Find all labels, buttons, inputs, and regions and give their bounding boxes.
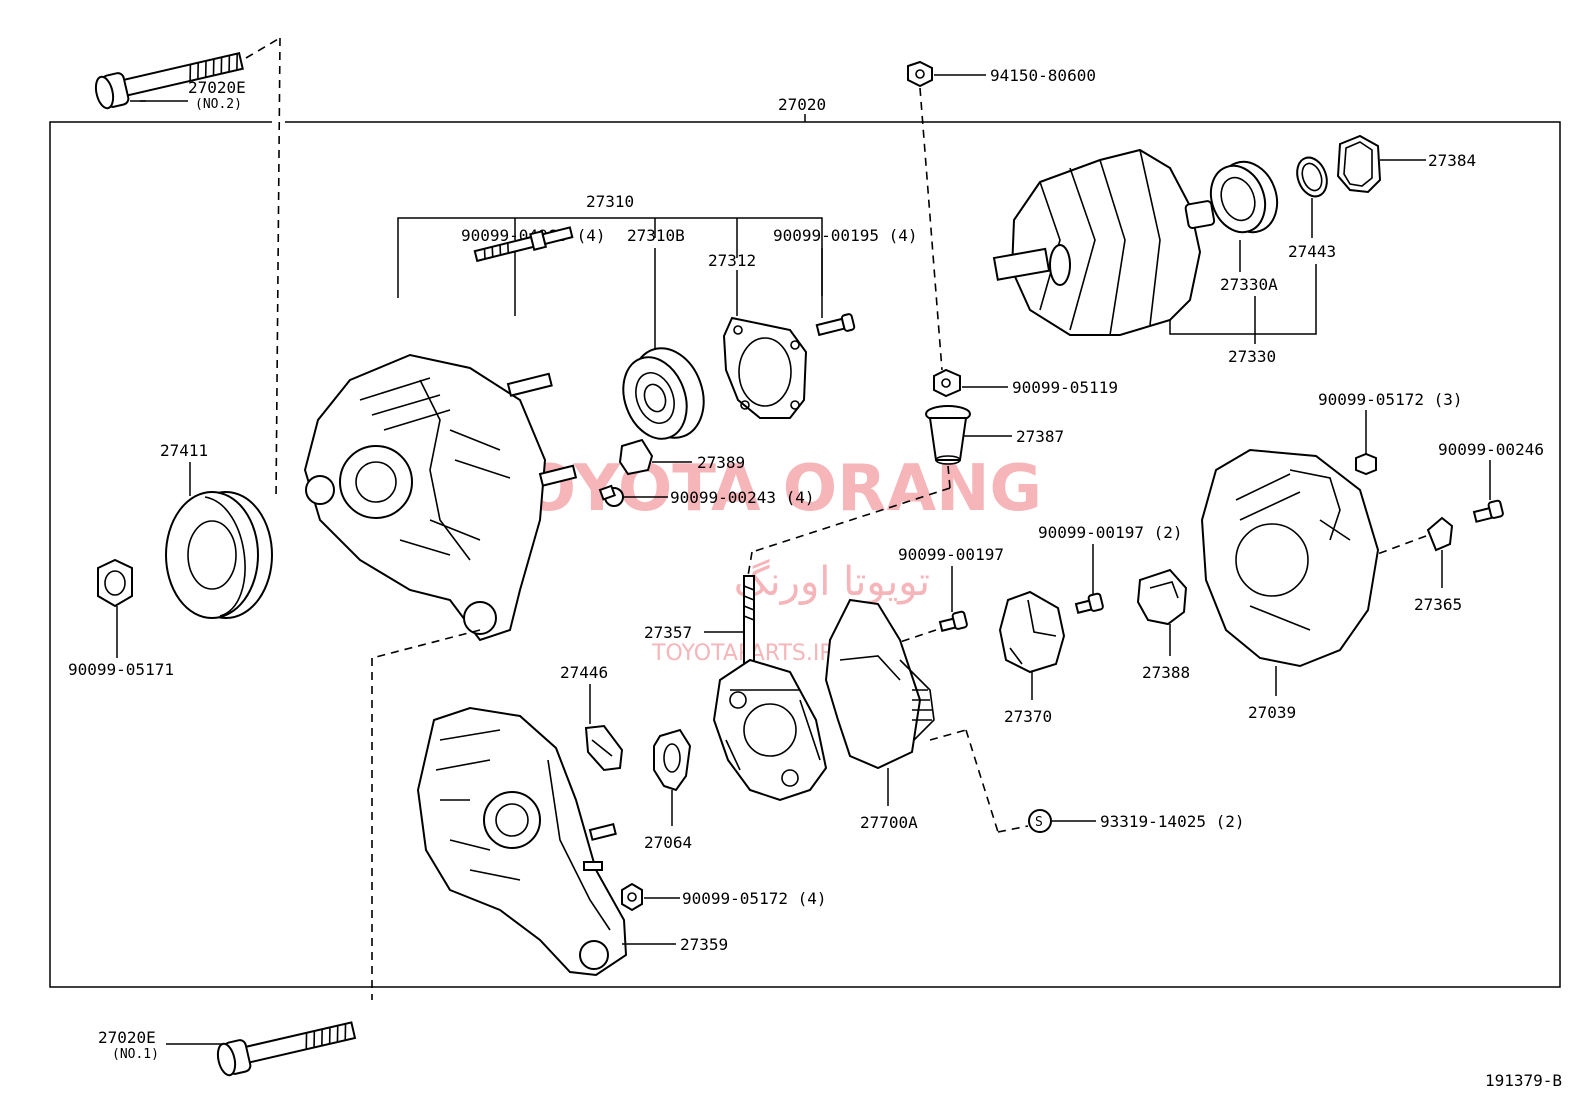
watermark-fa: تویوتا اورنگ [734, 559, 930, 605]
retainer-plate-27312 [722, 316, 808, 419]
insulator-27446 [584, 724, 624, 772]
pulley-27411 [165, 491, 273, 619]
label-27443: 27443 [1288, 242, 1336, 261]
label-27359: 27359 [680, 935, 728, 954]
cover-27384 [1336, 134, 1382, 194]
bearing-27310b [622, 347, 705, 440]
bearing-27330a [1209, 160, 1279, 234]
label-90099-05172-3: 90099-05172 (3) [1318, 390, 1463, 409]
nut-90099-05172-4 [621, 882, 643, 912]
label-27312: 27312 [708, 251, 756, 270]
plate-27064 [653, 728, 692, 792]
rectifier-27357 [712, 575, 828, 802]
terminal-27388 [1136, 568, 1188, 626]
label-90099-05172-4: 90099-05172 (4) [682, 889, 827, 908]
screw-90099-00195 [815, 313, 856, 337]
label-27370: 27370 [1004, 707, 1052, 726]
watermark-url: TOYOTAPARTS.IR [651, 641, 835, 666]
label-93319-14025: 93319-14025 (2) [1100, 812, 1245, 831]
label-90099-00197: 90099-00197 [898, 545, 1004, 564]
label-90099-05119: 90099-05119 [1012, 378, 1118, 397]
label-27020e-no2-qualifier: (NO.2) [195, 97, 242, 112]
label-27700a: 27700A [860, 813, 918, 832]
ring-27443 [1296, 156, 1328, 198]
label-93319-symbol: S [1035, 815, 1043, 830]
symbol-s-circle [1028, 809, 1052, 833]
label-27330a: 27330A [1220, 275, 1278, 294]
screw-90099-00246 [1472, 499, 1504, 523]
brush-holder-27370 [998, 590, 1066, 674]
label-27020: 27020 [778, 95, 826, 114]
screw-90099-00197 [938, 610, 968, 632]
label-27310b: 27310B [627, 226, 685, 245]
nut-90099-05172-3 [1355, 452, 1377, 476]
screw-90099-00197-2 [1074, 592, 1104, 614]
rotor-assembly [992, 148, 1216, 336]
rectifier-end-frame-27359 [416, 706, 628, 977]
nut-90099-05119 [933, 368, 961, 398]
drawing-code: 191379-B [1485, 1071, 1562, 1090]
stud-bolt-90099-04966 [473, 226, 574, 263]
nut-90099-05171 [97, 558, 133, 608]
label-27064: 27064 [644, 833, 692, 852]
screw-90099-00243 [598, 484, 624, 507]
label-27330: 27330 [1228, 347, 1276, 366]
label-27411: 27411 [160, 441, 208, 460]
assembly-frame [49, 114, 1561, 988]
label-27020e-no1-qualifier: (NO.1) [112, 1047, 159, 1062]
clip-27365 [1426, 516, 1454, 552]
through-bolt-no1 [216, 1021, 357, 1077]
label-90099-05171: 90099-05171 [68, 660, 174, 679]
insulator-27389 [618, 438, 654, 476]
label-90099-00195: 90099-00195 (4) [773, 226, 918, 245]
label-27446: 27446 [560, 663, 608, 682]
label-27310: 27310 [586, 192, 634, 211]
drive-end-frame [303, 353, 578, 642]
label-27389: 27389 [697, 453, 745, 472]
label-27387: 27387 [1016, 427, 1064, 446]
label-27365: 27365 [1414, 595, 1462, 614]
label-90099-00246: 90099-00246 [1438, 440, 1544, 459]
label-27020e-no2: 27020E [188, 78, 246, 97]
label-94150-80600: 94150-80600 [990, 66, 1096, 85]
bushing-27387 [925, 405, 971, 465]
label-27020e-no1: 27020E [98, 1028, 156, 1047]
label-90099-00243: 90099-00243 (4) [670, 488, 815, 507]
label-27039: 27039 [1248, 703, 1296, 722]
label-90099-00197-2: 90099-00197 (2) [1038, 523, 1183, 542]
label-27388: 27388 [1142, 663, 1190, 682]
through-bolt-no2 [94, 52, 244, 110]
label-27384: 27384 [1428, 151, 1476, 170]
regulator-27700a [824, 598, 935, 770]
rear-end-cover-27039 [1200, 448, 1380, 668]
nut-94150-80600 [907, 60, 933, 88]
label-27357: 27357 [644, 623, 692, 642]
